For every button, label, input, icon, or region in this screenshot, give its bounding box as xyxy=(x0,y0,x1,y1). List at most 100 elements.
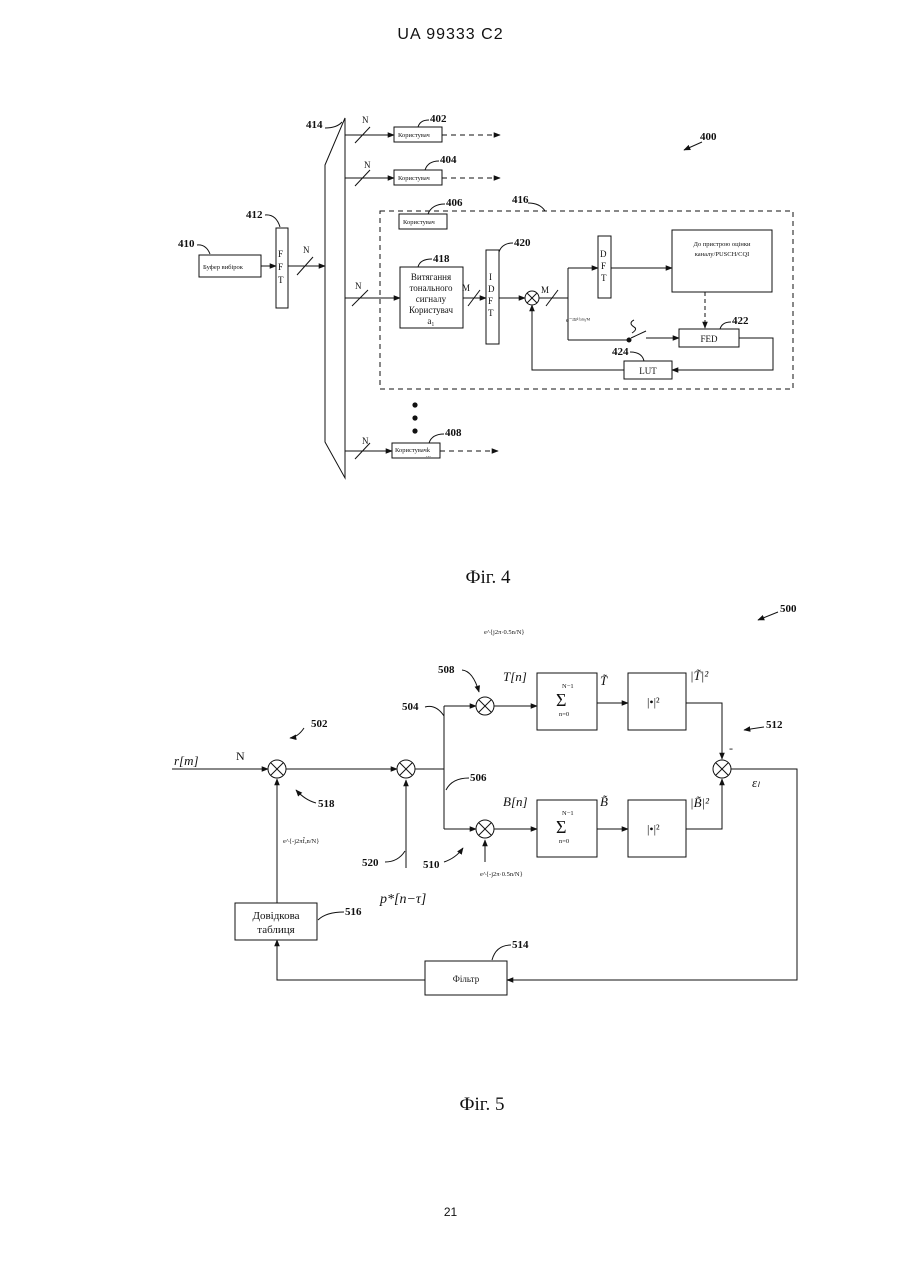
page-number: 21 xyxy=(0,1205,901,1219)
upper-abs-label: |•|² xyxy=(647,695,660,709)
ref-412: 412 xyxy=(246,209,263,221)
ref-424: 424 xyxy=(612,346,629,358)
switch-symbol xyxy=(631,320,636,333)
ref-520: 520 xyxy=(362,857,379,869)
fig5-n-label: N xyxy=(236,749,245,763)
ref-422-leader xyxy=(720,322,731,329)
user2-label: Користувач xyxy=(398,175,430,182)
lower-sum-block xyxy=(537,800,597,857)
continuation-dot-1 xyxy=(412,402,417,407)
continuation-dot-3 xyxy=(412,428,417,433)
t-n-label: T[n] xyxy=(503,669,527,684)
idft-letter-4: T xyxy=(488,308,494,318)
channel-estimator-block xyxy=(672,230,772,292)
fig5-input-label: r[m] xyxy=(174,753,199,768)
figure-4-caption: Фіг. 4 xyxy=(466,567,511,588)
ref-510: 510 xyxy=(423,859,440,871)
tone-extract-line-2: тонального xyxy=(409,283,453,293)
channel-line-2: каналу/PUSCH/CQI xyxy=(695,251,750,258)
user1-bus-n: N xyxy=(362,115,369,125)
ref-402: 402 xyxy=(430,113,447,125)
ref-404-leader xyxy=(425,161,439,170)
ref-404: 404 xyxy=(440,154,457,166)
ref-500: 500 xyxy=(780,603,797,615)
filter-to-lookup-line xyxy=(277,940,425,980)
user3-label: Користувач xyxy=(403,219,435,226)
ref-406: 406 xyxy=(446,197,463,209)
pilot-label: p*[n−τ] xyxy=(379,892,426,907)
loop-filter-label: Фільтр xyxy=(453,974,480,984)
dft-letter-1: D xyxy=(600,249,607,259)
ref-410-leader xyxy=(197,245,210,254)
lut-label: LUT xyxy=(639,366,657,376)
lookup-line-2: таблиця xyxy=(257,924,294,936)
error-to-filter-line xyxy=(507,769,797,980)
ref-414: 414 xyxy=(306,119,323,131)
ref-520-leader xyxy=(385,851,405,862)
ref-416-leader xyxy=(528,203,545,211)
b-power-label: |B̃|² xyxy=(690,795,710,810)
figure-5: 500 e^{j2π·0.5n/N} r[m] N 502 518 p*[n−τ… xyxy=(172,603,797,995)
figure-4: 400 Буфер вибірок 410 F F T 412 N 414 N … xyxy=(178,113,793,478)
demux-block xyxy=(325,118,345,478)
error-label: εₗ xyxy=(752,775,760,790)
ref-504-leader xyxy=(425,706,444,716)
ref-508: 508 xyxy=(438,664,455,676)
idft-letter-1: I xyxy=(489,272,492,282)
ref-414-leader xyxy=(325,122,342,128)
t-tilde-label: T̃ xyxy=(600,673,608,688)
ref-516-leader xyxy=(318,912,344,920)
fed-to-lut-line xyxy=(672,338,773,370)
ref-422: 422 xyxy=(732,315,749,327)
ref-506: 506 xyxy=(470,772,487,784)
ref-514: 514 xyxy=(512,939,529,951)
ref-512-arrow xyxy=(744,727,764,730)
ref-510-arrow xyxy=(444,848,463,862)
ref-424-leader xyxy=(630,352,644,361)
b-tilde-label: B̃ xyxy=(600,794,608,809)
upper-sum-upper: N−1 xyxy=(562,683,574,690)
ref-518: 518 xyxy=(318,798,335,810)
fig5-exp-top: e^{j2π·0.5n/N} xyxy=(484,629,525,636)
extract-out-m: M xyxy=(462,283,470,293)
sample-buffer-label: Буфер вибірок xyxy=(203,264,244,271)
ref-502: 502 xyxy=(311,718,328,730)
userk-dots: ... xyxy=(426,452,431,459)
ref-406-leader xyxy=(428,204,445,214)
upper-sum-block xyxy=(537,673,597,730)
ref-410: 410 xyxy=(178,238,195,250)
lut-to-mixer-line xyxy=(532,305,624,370)
ref-506-leader xyxy=(446,778,469,790)
ref-512: 512 xyxy=(766,719,783,731)
b-n-label: B[n] xyxy=(503,794,528,809)
dft-letter-3: T xyxy=(601,273,607,283)
idft-letter-3: F xyxy=(488,296,493,306)
ref-502-arrow xyxy=(290,728,304,738)
figure-5-caption: Фіг. 5 xyxy=(460,1094,505,1115)
tone-extract-line-1: Витягання xyxy=(411,272,451,282)
ref-420-leader xyxy=(499,243,513,252)
continuation-dot-2 xyxy=(412,415,417,420)
lower-sum-upper: N−1 xyxy=(562,810,574,817)
lower-abs-label: |•|² xyxy=(647,822,660,836)
ref-402-leader xyxy=(418,120,429,127)
ref-408-leader xyxy=(429,434,444,443)
channel-line-1: До пристрою оцінки xyxy=(694,241,751,248)
ref-408: 408 xyxy=(445,427,462,439)
tone-extract-line-3: сигналу xyxy=(416,294,447,304)
upper-sum-lower: n=0 xyxy=(559,711,569,718)
fig5-exp-left: e^{-j2πf̂ₐn/N} xyxy=(283,837,319,845)
lower-sum-lower: n=0 xyxy=(559,838,569,845)
switch-node xyxy=(627,338,631,342)
idft-letter-2: D xyxy=(488,284,495,294)
fed-label: FED xyxy=(700,334,718,344)
lower-sum-symbol: Σ xyxy=(556,817,566,837)
combiner-minus: - xyxy=(729,741,733,755)
upper-abs-to-combiner xyxy=(686,703,722,759)
dft-letter-2: F xyxy=(601,261,606,271)
ref-418: 418 xyxy=(433,253,450,265)
ref-504: 504 xyxy=(402,701,419,713)
lookup-line-1: Довідкова xyxy=(252,910,299,922)
ref-500-arrow xyxy=(758,612,778,620)
